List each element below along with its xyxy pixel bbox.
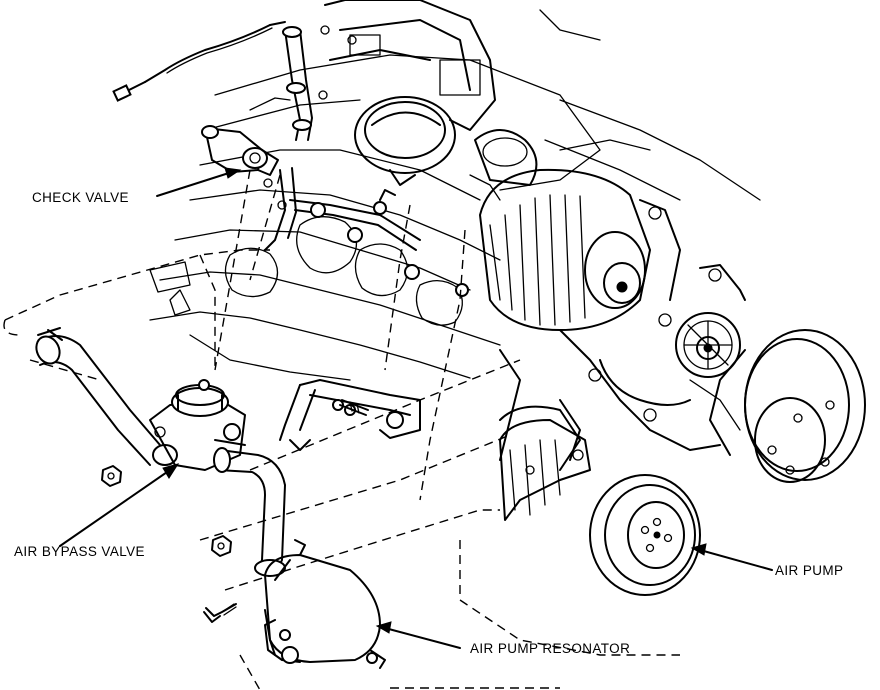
- bolt-2: [339, 399, 369, 416]
- air-bypass-hose: [35, 327, 178, 466]
- fasteners: [101, 399, 369, 623]
- air-bypass-valve: [149, 379, 246, 471]
- check-valve: [201, 125, 297, 251]
- bolt-1: [203, 603, 237, 623]
- air-bypass-valve-arrow: [59, 463, 180, 547]
- air-pump: [499, 419, 701, 596]
- support-bracket: [279, 379, 421, 451]
- air-manifold-tubes: [289, 189, 469, 297]
- nut-2: [211, 535, 232, 557]
- air-pump-resonator-arrow: [375, 621, 461, 649]
- air-pump-arrow: [690, 543, 773, 571]
- resonator-pipe: [213, 447, 286, 577]
- dashed-routing: [3, 169, 680, 690]
- crank-pulley: [709, 329, 866, 483]
- check-valve-arrow: [156, 167, 242, 197]
- air-pump-label: AIR PUMP: [775, 563, 844, 578]
- vacuum-hose: [282, 26, 313, 141]
- front-cover: [499, 329, 741, 471]
- idler-pulley: [658, 312, 741, 378]
- nut-1: [101, 465, 122, 487]
- air-pump-resonator-label: AIR PUMP RESONATOR: [470, 641, 631, 656]
- alternator: [479, 168, 746, 331]
- callout-arrows: [59, 167, 773, 649]
- check-valve-label: CHECK VALVE: [32, 190, 129, 205]
- sensor-cable: [112, 21, 286, 102]
- throttle-body: [318, 0, 538, 186]
- air-bypass-valve-label: AIR BYPASS VALVE: [14, 544, 145, 559]
